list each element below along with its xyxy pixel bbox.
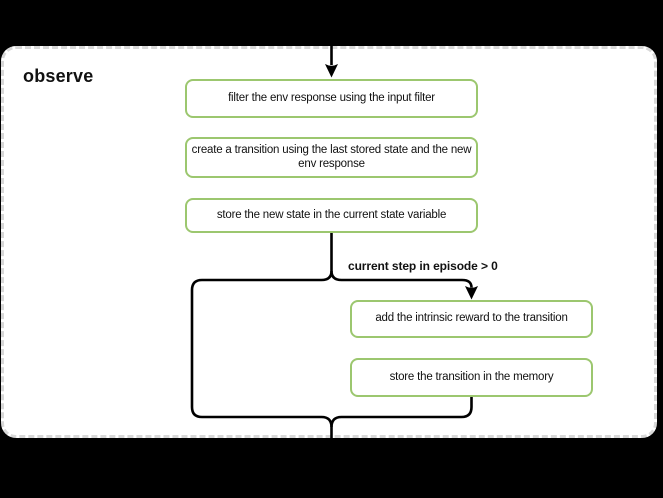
step-node-store-new-state: store the new state in the current state…	[185, 198, 478, 233]
step-node-add-intrinsic-reward: add the intrinsic reward to the transiti…	[350, 300, 593, 338]
step-node-create-transition: create a transition using the last store…	[185, 137, 478, 178]
observe-group-title: observe	[23, 66, 94, 86]
step-node-store-transition-memory: store the transition in the memory	[350, 358, 593, 397]
step-node-filter-env-response: filter the env response using the input …	[185, 79, 478, 118]
condition-label: current step in episode > 0	[348, 259, 498, 273]
